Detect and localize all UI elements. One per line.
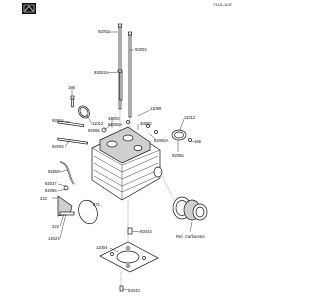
page-code: F1111-114F: [213, 3, 232, 7]
label-92055a-right: 92055A: [154, 138, 169, 143]
left-stud-bolts: [57, 120, 89, 145]
label-92055a: 92055A: [108, 122, 123, 127]
label-92059: 92059: [48, 169, 60, 174]
oil-pipe: [59, 161, 75, 191]
label-92002-right: 92002: [135, 47, 147, 52]
label-92066: 92066: [45, 188, 57, 193]
label-11012-right: 11012: [184, 115, 196, 120]
label-11099: 11099: [150, 106, 162, 111]
label-49002: 49002: [108, 116, 120, 121]
label-186: 186: [68, 85, 76, 90]
inspection-cover-left: [78, 105, 90, 119]
label-166: 166: [194, 139, 202, 144]
cylinder-head: [91, 126, 163, 201]
guide-lines: [119, 109, 175, 286]
kawasaki-logo: [22, 3, 36, 14]
cylinder-head-bolts: [118, 23, 132, 118]
part-labels: 92002 92002 92002A 186 11099 92004 11012…: [40, 29, 205, 293]
intake-manifold: [172, 196, 208, 221]
label-14024: 14024: [48, 236, 60, 241]
label-92004: 92004: [52, 118, 64, 123]
bolt-92002a: [117, 69, 123, 73]
label-92055-right: 92055: [172, 153, 184, 158]
label-92055: 92055: [88, 128, 100, 133]
head-gasket: [99, 241, 159, 273]
label-92037: 92037: [45, 181, 57, 186]
label-ref-carburetor: Ref. Carburetor: [176, 234, 205, 239]
inspection-cover-right: [171, 129, 192, 142]
label-92002-top: 92002: [98, 29, 110, 34]
label-11012: 11012: [92, 121, 104, 126]
label-11004: 11004: [96, 245, 108, 250]
bolt-186: [70, 95, 75, 108]
label-92004-b: 92004: [52, 144, 64, 149]
label-871: 871: [93, 202, 101, 207]
label-92002a: 92002A: [94, 70, 109, 75]
label-48002: 48002: [140, 121, 152, 126]
label-222-b: 222: [52, 224, 60, 229]
exploded-parts-diagram: F1111-114F: [22, 3, 233, 293]
label-92043: 92043: [140, 229, 152, 234]
o-ring-left: [78, 199, 98, 225]
sensor-left: [57, 195, 75, 217]
leader-lines: [52, 31, 195, 291]
label-92043-bottom: 92043: [128, 288, 140, 293]
label-222: 222: [40, 196, 48, 201]
